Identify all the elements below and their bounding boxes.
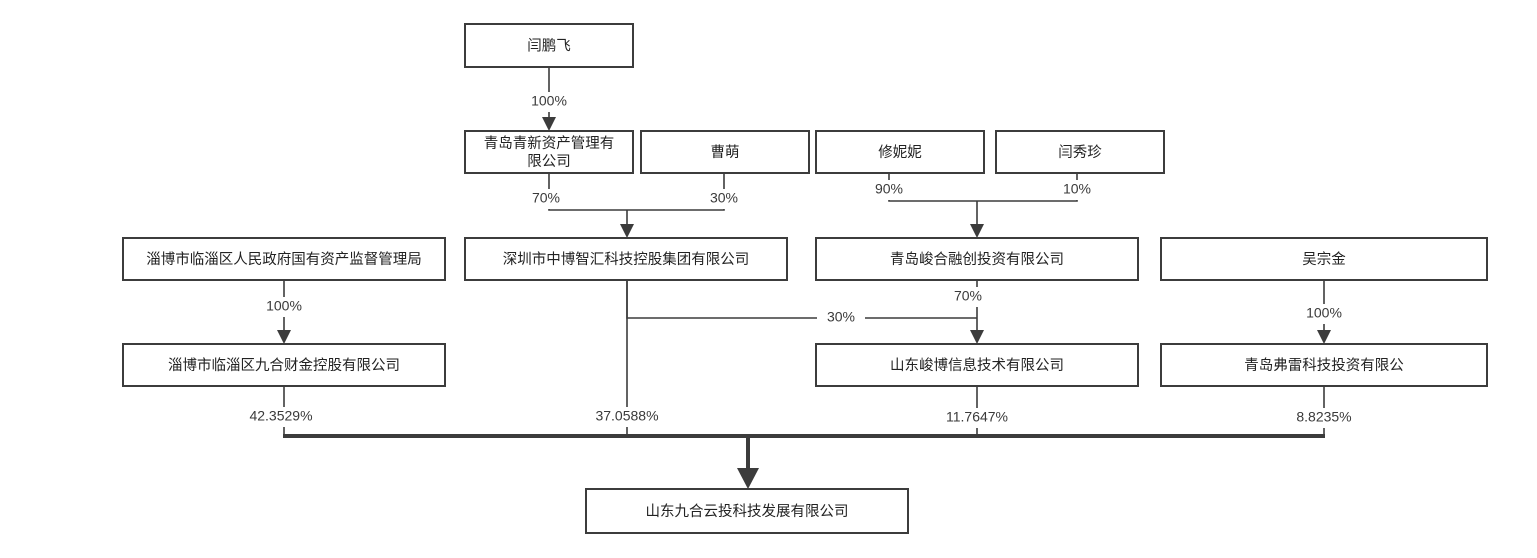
edge-label-70-junhe: 70% — [954, 288, 982, 304]
edge-label-1176-junbo: 11.7647% — [946, 409, 1008, 425]
node-shenzhen-zhongbo[interactable]: 深圳市中博智汇科技控股集团有限公司 — [464, 237, 788, 281]
node-box[interactable] — [640, 130, 810, 174]
arrowhead-junhe — [970, 224, 984, 238]
edge-label-30-zhongbo: 30% — [827, 309, 855, 325]
node-box[interactable] — [122, 237, 446, 281]
node-target-shandong-jiuhe-yuntou[interactable]: 山东九合云投科技发展有限公司 — [585, 488, 909, 534]
edge-label-layer: 100% 70% 30% 90% 10% 100% 100% 70% 30% 4… — [230, 92, 1371, 428]
node-qingdao-qingxin[interactable]: 青岛青新资产管理有 限公司 — [464, 130, 634, 174]
label-bg — [230, 407, 332, 427]
node-wuzongjin[interactable]: 吴宗金 — [1160, 237, 1488, 281]
node-label-line1: 青岛青新资产管理有 — [484, 135, 615, 152]
node-box[interactable] — [815, 343, 1139, 387]
edge-label-10-yanxiuzhen: 10% — [1063, 181, 1091, 197]
node-label: 淄博市临淄区人民政府国有资产监督管理局 — [146, 251, 422, 268]
arrowhead-qingxin — [542, 117, 556, 131]
arrowhead-zhongbo — [620, 224, 634, 238]
node-label: 修妮妮 — [878, 144, 922, 161]
arrowhead-junbo — [970, 330, 984, 344]
node-box[interactable] — [815, 130, 985, 174]
node-label: 青岛峻合融创投资有限公司 — [890, 251, 1064, 268]
edge-xiunini-yanxiuzhen-merge — [888, 173, 1078, 202]
node-yanxiuzhen[interactable]: 闫秀珍 — [995, 130, 1165, 174]
label-bg — [1277, 408, 1371, 428]
label-bg — [257, 297, 311, 317]
node-label: 吴宗金 — [1302, 251, 1346, 268]
edge-label-88-fulei: 8.8235% — [1296, 409, 1351, 425]
node-label: 闫鹏飞 — [527, 37, 571, 54]
edge-label-70-qingxin: 70% — [532, 190, 560, 206]
node-jiuhe-caijin[interactable]: 淄博市临淄区九合财金控股有限公司 — [122, 343, 446, 387]
edge-label-100-yanpengfei: 100% — [531, 93, 567, 109]
node-box[interactable] — [995, 130, 1165, 174]
node-qingdao-fulei[interactable]: 青岛弗雷科技投资有限公 — [1160, 343, 1488, 387]
node-box[interactable] — [585, 488, 909, 534]
label-bg — [700, 189, 748, 209]
node-box[interactable] — [1160, 237, 1488, 281]
label-bg — [522, 189, 570, 209]
edge-label-100-wuzongjin: 100% — [1306, 305, 1342, 321]
label-bg — [944, 287, 992, 307]
label-bg — [865, 180, 913, 200]
label-bg — [817, 308, 865, 328]
node-yanpengfei[interactable]: 闫鹏飞 — [464, 23, 634, 68]
label-bg — [523, 92, 575, 112]
node-label: 青岛弗雷科技投资有限公 — [1244, 357, 1404, 374]
edge-qingxin-caomeng-merge — [548, 173, 725, 211]
edge-label-42-jiuhecaijin: 42.3529% — [249, 408, 312, 424]
node-caomeng[interactable]: 曹萌 — [640, 130, 810, 174]
node-label: 山东九合云投科技发展有限公司 — [646, 503, 849, 520]
edge-label-100-sasac: 100% — [266, 298, 302, 314]
edge-label-30-caomeng: 30% — [710, 190, 738, 206]
edge-label-90-xiunini: 90% — [875, 181, 903, 197]
node-box[interactable] — [815, 237, 1139, 281]
label-bg — [1297, 304, 1351, 324]
node-label: 闫秀珍 — [1058, 144, 1102, 161]
node-box[interactable] — [464, 130, 634, 174]
label-bg — [576, 407, 678, 427]
node-qingdao-junhe[interactable]: 青岛峻合融创投资有限公司 — [815, 237, 1139, 281]
node-label-line2: 限公司 — [527, 153, 571, 170]
node-layer: 闫鹏飞 青岛青新资产管理有 限公司 曹萌 修妮妮 闫秀珍 淄博市 — [122, 23, 1488, 534]
node-xiunini[interactable]: 修妮妮 — [815, 130, 985, 174]
edge-label-37-zhongbo: 37.0588% — [595, 408, 658, 424]
arrowhead-target — [737, 468, 759, 489]
node-label: 淄博市临淄区九合财金控股有限公司 — [168, 357, 400, 374]
node-zibo-sasac[interactable]: 淄博市临淄区人民政府国有资产监督管理局 — [122, 237, 446, 281]
label-bg — [1053, 180, 1101, 200]
label-bg — [926, 408, 1028, 428]
node-box[interactable] — [1160, 343, 1488, 387]
node-box[interactable] — [464, 237, 788, 281]
node-shandong-junbo[interactable]: 山东峻博信息技术有限公司 — [815, 343, 1139, 387]
arrowhead-jiuhecaijin — [277, 330, 291, 344]
edge-zhongbo-to-junbo-30 — [626, 280, 977, 319]
node-label: 曹萌 — [711, 144, 740, 161]
arrowhead-fulei — [1317, 330, 1331, 344]
node-label: 深圳市中博智汇科技控股集团有限公司 — [503, 251, 750, 268]
node-box[interactable] — [464, 23, 634, 68]
node-label: 山东峻博信息技术有限公司 — [890, 357, 1064, 374]
node-box[interactable] — [122, 343, 446, 387]
